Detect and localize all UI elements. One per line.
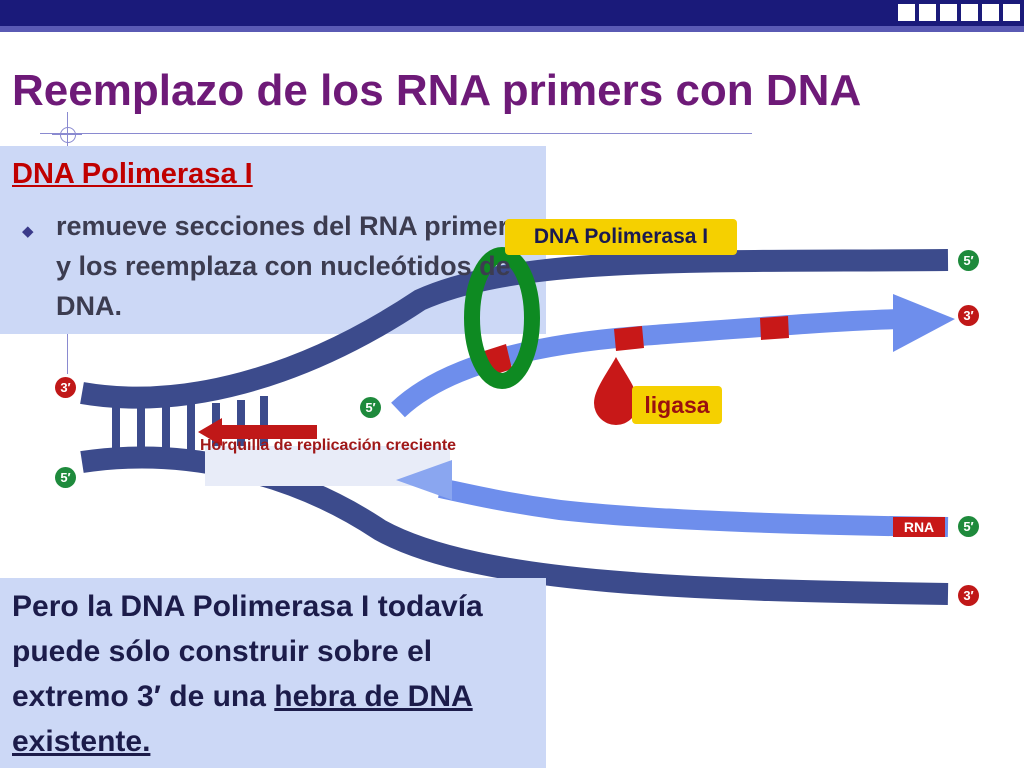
end-badge-top-right: 5′ [958, 250, 979, 271]
info-box-note [0, 578, 546, 768]
ligasa-label: ligasa [632, 386, 722, 424]
template-strand-bottom [80, 446, 949, 605]
new-strand-lagging [438, 478, 949, 537]
top-bar [0, 0, 1024, 26]
box1-bullet-text: remueve secciones del RNA primer y los r… [56, 211, 511, 321]
polymerase-ring [464, 247, 540, 389]
box2-emphasis: hebra de DNA existente. [12, 680, 473, 758]
corner-square [982, 4, 999, 21]
ligase-drop [594, 357, 638, 425]
corner-square [961, 4, 978, 21]
end-badge-left-bottom: 5′ [55, 467, 76, 488]
slide-title: Reemplazo de los RNA primers con DNA [12, 66, 862, 115]
rna-segment [614, 326, 644, 351]
end-badge-bottom-right: 3′ [958, 585, 979, 606]
title-rule [40, 133, 752, 134]
polimerasa-label: DNA Polimerasa I [505, 219, 737, 255]
box2-text: Pero la DNA Polimerasa I todavía puede s… [12, 584, 542, 764]
fork-arrow-shaft [215, 425, 317, 439]
corner-square [919, 4, 936, 21]
leading-arrowhead [893, 294, 955, 352]
corner-square [940, 4, 957, 21]
crosshair-circle [60, 127, 76, 143]
rna-segment [760, 316, 789, 340]
end-badge-rna-right: 5′ [958, 516, 979, 537]
end-badge-lagging-start: 5′ [360, 397, 381, 418]
end-badge-left-top: 3′ [55, 377, 76, 398]
box1-heading: DNA Polimerasa I [12, 158, 253, 190]
top-bar-accent [0, 26, 1024, 32]
rna-label: RNA [893, 517, 945, 537]
fork-label: Horquilla de replicación creciente [199, 437, 457, 454]
corner-square [898, 4, 915, 21]
lagging-arrowhead [396, 460, 452, 500]
template-strand-top [80, 249, 949, 409]
info-box-polimerasa [0, 146, 546, 334]
diamond-bullet-icon: ◆ [22, 223, 34, 240]
fork-arrow-head [198, 418, 222, 446]
box2-body: Pero la DNA Polimerasa I todavía puede s… [12, 590, 483, 713]
end-badge-leading-right: 3′ [958, 305, 979, 326]
guide-line [67, 334, 68, 374]
corner-square [1003, 4, 1020, 21]
